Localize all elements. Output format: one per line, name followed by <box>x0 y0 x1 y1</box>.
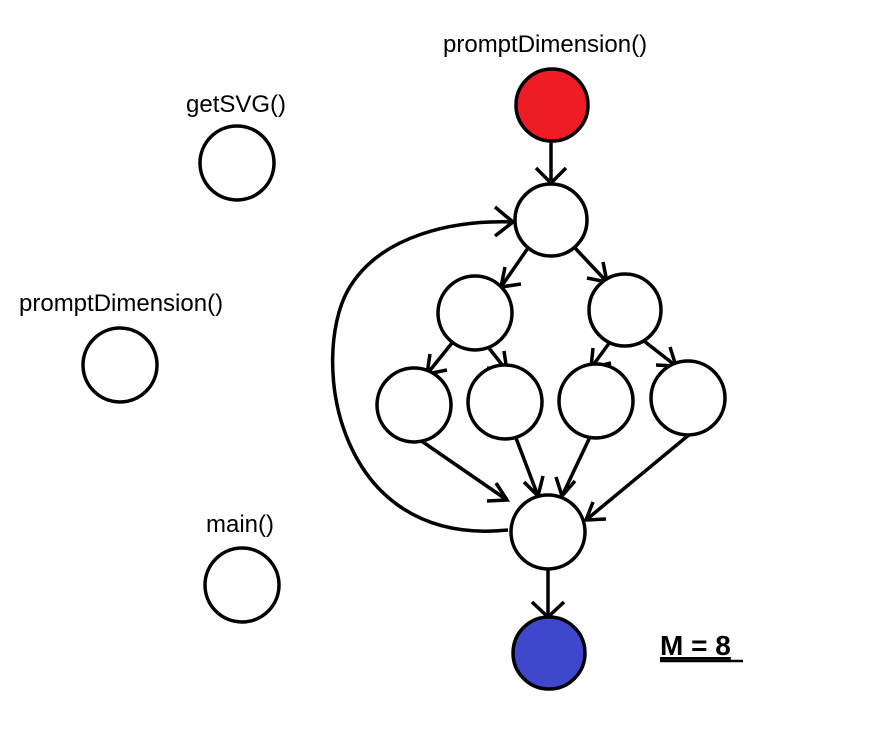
label-main: main() <box>206 511 274 538</box>
node-main <box>203 546 281 624</box>
arrowhead-loop-back <box>493 205 516 238</box>
label-prompt-dimension-top: promptDimension() <box>443 31 647 58</box>
node-entry <box>514 67 590 143</box>
edge-mid-left-to-b1 <box>425 341 454 376</box>
node-mid-left <box>436 274 514 352</box>
node-bottom-1 <box>375 366 453 444</box>
arrowhead-b1-to-merge <box>486 482 511 503</box>
node-branch-top <box>513 182 589 258</box>
edge-n1-to-mid-left <box>499 247 530 288</box>
edge-b4-to-merge <box>584 432 692 522</box>
metric-label: M = 8 <box>660 630 731 661</box>
node-merge <box>509 493 587 571</box>
label-get-svg: getSVG() <box>186 91 286 118</box>
edge-loop-back <box>330 220 514 533</box>
arrowhead-b4-to-merge <box>583 501 607 522</box>
edge-mid-right-to-b4 <box>642 339 678 368</box>
node-get-svg <box>198 124 276 202</box>
edge-b2-to-merge <box>514 437 540 497</box>
graph-nodes <box>375 67 727 691</box>
label-prompt-dimension-left: promptDimension() <box>19 290 223 317</box>
node-prompt-dimension-left <box>81 326 159 404</box>
node-bottom-4 <box>649 359 727 437</box>
node-bottom-3 <box>557 362 635 440</box>
node-exit <box>511 615 587 691</box>
node-mid-right <box>587 272 663 348</box>
edge-b1-to-merge <box>419 438 508 502</box>
node-bottom-2 <box>466 363 544 441</box>
edge-b3-to-merge <box>560 436 592 497</box>
edge-n1-to-mid-right <box>573 246 609 284</box>
